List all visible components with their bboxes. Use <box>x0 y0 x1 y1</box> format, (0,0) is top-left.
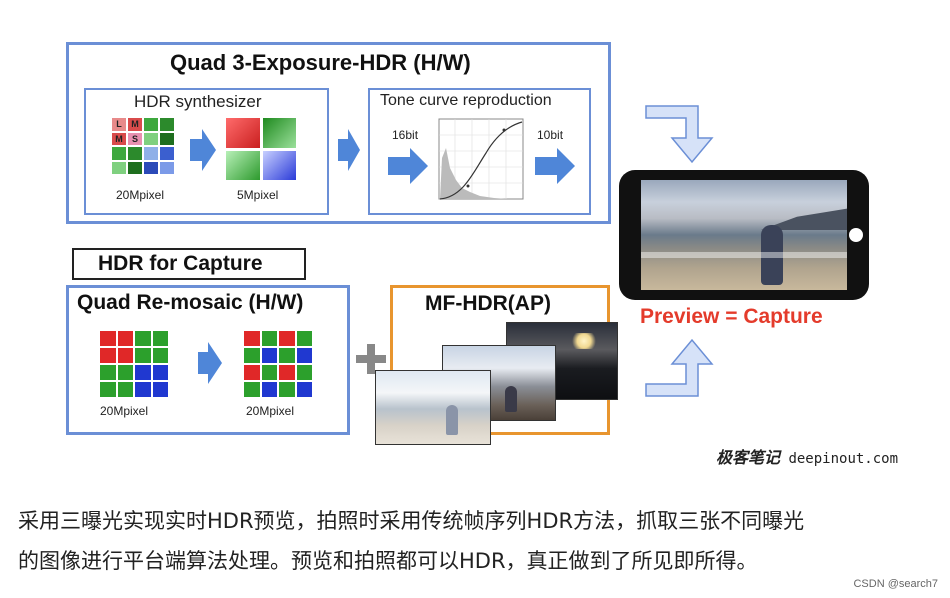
grid-cell: L <box>112 118 126 131</box>
mosaic-cell <box>261 331 277 346</box>
output-cell-red <box>226 118 260 148</box>
grid-cell: M <box>112 132 126 145</box>
mosaic-cell <box>117 331 133 346</box>
grid-cell <box>160 161 174 174</box>
mosaic-cell <box>135 382 151 397</box>
mosaic-cell <box>135 365 151 380</box>
arrow-right-icon <box>388 148 428 184</box>
plus-icon <box>356 344 386 374</box>
mosaic-cell <box>296 365 312 380</box>
mosaic-cell <box>152 382 168 397</box>
mosaic-cell <box>244 348 260 363</box>
mosaic-cell <box>100 382 116 397</box>
preview-capture-label: Preview = Capture <box>640 305 823 328</box>
caption-line-2: 的图像进行平台端算法处理。预览和拍照都可以HDR，真正做到了所见即所得。 <box>18 549 758 573</box>
hdr-for-capture-box <box>72 248 306 280</box>
tone-curve-graph <box>438 118 524 200</box>
mosaic-cell <box>279 331 295 346</box>
remosaic-output-grid <box>244 331 312 397</box>
mosaic-cell <box>152 331 168 346</box>
mosaic-cell <box>152 365 168 380</box>
mosaic-cell <box>279 348 295 363</box>
mosaic-cell <box>261 382 277 397</box>
mosaic-cell <box>261 348 277 363</box>
mosaic-cell <box>152 348 168 363</box>
mosaic-cell <box>279 365 295 380</box>
mosaic-cell <box>261 365 277 380</box>
output-cell-green2 <box>226 150 260 180</box>
tone-curve-input-bits: 16bit <box>392 128 419 142</box>
grid-cell <box>144 118 158 131</box>
mosaic-cell <box>296 382 312 397</box>
grid-cell <box>112 147 126 160</box>
arrow-down-bent-icon <box>645 105 714 164</box>
watermark-cn: 极客笔记 <box>716 448 781 467</box>
arrow-right-icon <box>535 148 575 184</box>
mosaic-cell <box>100 348 116 363</box>
mosaic-cell <box>117 382 133 397</box>
grid-cell <box>144 161 158 174</box>
cell-letter-m: M <box>131 119 139 130</box>
quad-3-exposure-hdr-title: Quad 3-Exposure-HDR (H/W) <box>170 50 471 75</box>
exposure-photo-bright <box>375 370 491 445</box>
arrow-right-icon <box>190 129 216 171</box>
mosaic-cell <box>296 348 312 363</box>
arrow-right-icon <box>198 342 222 384</box>
remosaic-input-label: 20Mpixel <box>100 404 149 418</box>
caption-line-1: 采用三曝光实现实时HDR预览，拍照时采用传统帧序列HDR方法，抓取三张不同曝光 <box>18 509 805 533</box>
mosaic-cell <box>135 348 151 363</box>
quad-remosaic-title: Quad Re-mosaic (H/W) <box>77 291 304 314</box>
tone-curve-output-bits: 10bit <box>537 128 564 142</box>
cell-letter-s: S <box>131 133 138 144</box>
grid-cell <box>144 147 158 160</box>
watermark-url: deepinout.com <box>788 451 899 467</box>
grid-cell <box>160 132 174 145</box>
hdr-synth-input-grid: L M M S <box>112 118 174 174</box>
grid-cell <box>160 147 174 160</box>
mosaic-cell <box>244 365 260 380</box>
mosaic-cell <box>135 331 151 346</box>
grid-cell: M <box>128 118 142 131</box>
phone-screen <box>641 180 847 290</box>
hdr-for-capture-label: HDR for Capture <box>98 252 263 275</box>
grid-cell: S <box>128 132 142 145</box>
person-silhouette <box>761 225 783 285</box>
grid-cell <box>112 161 126 174</box>
watermark: 极客笔记 deepinout.com <box>716 444 898 468</box>
mosaic-cell <box>296 331 312 346</box>
hdr-synth-input-label: 20Mpixel <box>116 188 165 202</box>
hdr-synthesizer-title: HDR synthesizer <box>134 92 262 111</box>
hdr-synth-output-label: 5Mpixel <box>237 188 279 202</box>
mosaic-cell <box>100 331 116 346</box>
mf-hdr-title: MF-HDR(AP) <box>425 292 551 315</box>
mosaic-cell <box>100 365 116 380</box>
mosaic-cell <box>117 365 133 380</box>
grid-cell <box>128 161 142 174</box>
cell-letter-m2: M <box>115 133 123 144</box>
cell-letter-l: L <box>116 119 122 130</box>
phone-home-button <box>849 228 863 242</box>
grid-cell <box>160 118 174 131</box>
mosaic-cell <box>117 348 133 363</box>
grid-cell <box>144 132 158 145</box>
mosaic-cell <box>244 331 260 346</box>
phone-frame <box>619 170 869 300</box>
csdn-credit: CSDN @search7 <box>853 578 938 590</box>
arrow-up-bent-icon <box>645 338 714 397</box>
grid-cell <box>128 147 142 160</box>
output-cell-green <box>262 118 296 148</box>
output-cell-blue <box>262 150 296 180</box>
mosaic-cell <box>244 382 260 397</box>
remosaic-output-label: 20Mpixel <box>246 404 295 418</box>
tone-curve-title: Tone curve reproduction <box>380 92 552 109</box>
mosaic-cell <box>279 382 295 397</box>
remosaic-input-grid <box>100 331 168 397</box>
hdr-synth-output-grid <box>226 118 296 180</box>
arrow-right-icon <box>338 129 360 171</box>
